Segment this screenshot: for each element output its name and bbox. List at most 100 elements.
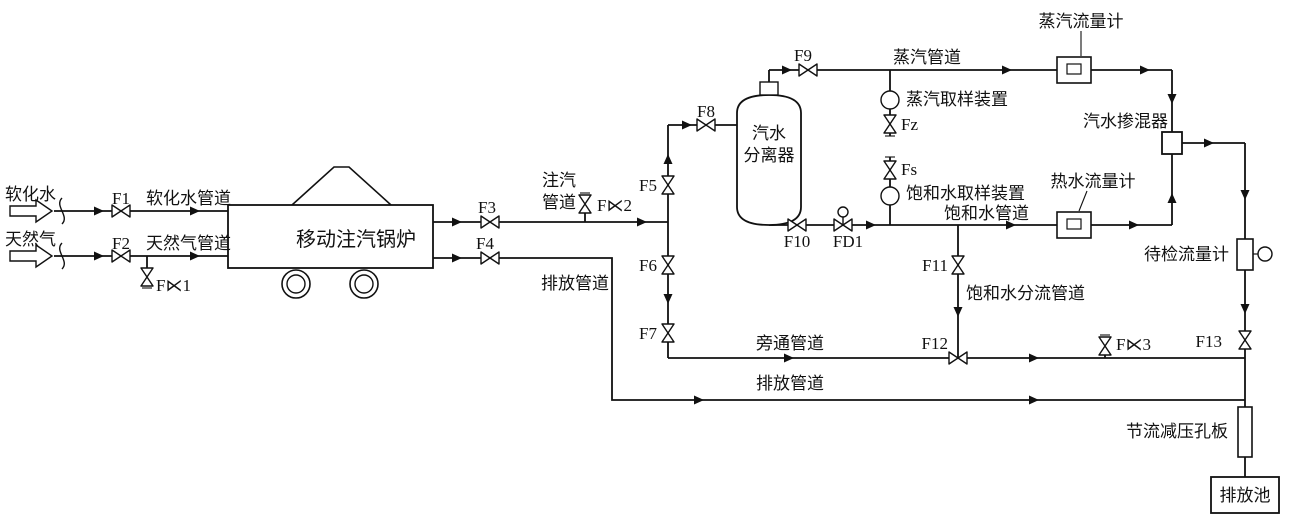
label-bypass-pipe: 旁通管道: [756, 334, 824, 353]
label-drain-pipe-lower: 排放管道: [756, 374, 824, 393]
flow-arrow: [1140, 65, 1150, 75]
separator-nozzle-icon: [759, 81, 779, 96]
valve-fd1-body: [833, 218, 853, 232]
flow-arrow: [1240, 304, 1250, 314]
boiler-unit: [227, 166, 434, 299]
label-valve-f4: F4: [476, 234, 494, 253]
label-valve-f2: F2: [112, 234, 130, 253]
label-valve-f9: F9: [794, 46, 812, 65]
label-valve-f1: F1: [112, 189, 130, 208]
flow-arrow: [1129, 220, 1139, 230]
label-valve-fk2: F⋉2: [597, 196, 632, 215]
label-test-flow-meter: 待检流量计: [1144, 245, 1229, 264]
boiler-roof-icon: [291, 166, 392, 206]
flow-arrow: [637, 217, 647, 227]
flow-arrow: [663, 154, 673, 164]
boiler-body: [227, 204, 434, 269]
steam-sampler-icon: [880, 90, 900, 110]
flow-arrow: [682, 120, 692, 130]
label-valve-f5: F5: [639, 176, 657, 195]
label-orifice: 节流减压孔板: [1126, 422, 1228, 441]
label-valve-f13: F13: [1196, 332, 1222, 351]
boiler-wheel-icon: [354, 274, 374, 294]
flow-arrow: [1204, 138, 1214, 148]
label-saturated-sampler: 饱和水取样装置: [906, 184, 1025, 203]
label-steam-pipe: 蒸汽管道: [893, 48, 961, 67]
valve-f10-icon: [787, 218, 807, 232]
soft-water-inlet-arrow-icon: [9, 198, 54, 224]
valve-fd1-icon: [833, 206, 853, 232]
label-valve-fk1: F⋉1: [156, 276, 191, 295]
valve-fk3-icon: [1098, 336, 1112, 356]
valves: [111, 63, 1252, 365]
flow-arrow: [94, 206, 104, 216]
label-valve-f6: F6: [639, 256, 657, 275]
flow-arrow: [784, 353, 794, 363]
leader-lines: [142, 31, 1110, 336]
label-valve-f7: F7: [639, 324, 657, 343]
valve-fk1-icon: [140, 267, 154, 287]
valve-f13-icon: [1238, 330, 1252, 350]
label-valve-fd1: FD1: [833, 232, 863, 251]
flow-arrow: [866, 220, 876, 230]
label-drain-pool: 排放池: [1220, 486, 1271, 505]
label-valve-f12: F12: [922, 334, 948, 353]
valve-f1-icon: [111, 204, 131, 218]
valve-f6-icon: [661, 255, 675, 275]
labels: 软化水 天然气 F1 软化水管道 F2 天然气管道 F⋉1 移动注汽锅炉 F3 …: [5, 12, 1271, 505]
label-valve-f8: F8: [697, 102, 715, 121]
label-mixer: 汽水掺混器: [1083, 112, 1168, 131]
label-soft-water-pipe: 软化水管道: [146, 189, 231, 208]
valve-f11-icon: [951, 255, 965, 275]
valve-f12-icon: [948, 351, 968, 365]
valve-f9-icon: [798, 63, 818, 77]
hot-water-flow-meter-inner: [1066, 218, 1082, 230]
label-injection-pipe-1: 注汽: [542, 171, 576, 190]
label-valve-fk3: F⋉3: [1116, 335, 1151, 354]
flow-arrow: [782, 65, 792, 75]
valve-fz-icon: [883, 114, 897, 134]
label-saturated-split-pipe: 饱和水分流管道: [966, 284, 1085, 303]
flow-arrow: [190, 251, 200, 261]
steam-flow-meter-inner: [1066, 63, 1082, 75]
valve-f4-icon: [480, 251, 500, 265]
label-valve-fz: Fz: [901, 115, 918, 134]
flow-arrow: [1029, 395, 1039, 405]
label-valve-f11: F11: [922, 256, 948, 275]
flow-arrow: [452, 253, 462, 263]
flow-arrow: [1002, 65, 1012, 75]
boiler-wheel-icon: [286, 274, 306, 294]
valve-f2-icon: [111, 249, 131, 263]
flow-arrow: [1029, 353, 1039, 363]
instruments: [880, 56, 1280, 514]
valve-f8-icon: [696, 118, 716, 132]
gas-inlet-arrow-icon: [9, 243, 54, 269]
valve-f3-icon: [480, 215, 500, 229]
label-hot-water-flow-meter: 热水流量计: [1051, 172, 1136, 191]
flow-arrow: [94, 251, 104, 261]
saturated-sampler-icon: [880, 186, 900, 206]
valve-fk2-icon: [578, 194, 592, 214]
flow-arrow: [1167, 193, 1177, 203]
flow-arrow: [1240, 190, 1250, 200]
flow-arrow: [663, 294, 673, 304]
test-flow-meter-body: [1236, 238, 1254, 271]
label-separator-2: 分离器: [744, 146, 795, 165]
label-separator-1: 汽水: [752, 124, 786, 143]
flow-arrows: [94, 65, 1250, 405]
valve-fs-icon: [883, 160, 897, 180]
label-steam-sampler: 蒸汽取样装置: [906, 90, 1008, 109]
separator-body: [736, 94, 802, 226]
label-natural-gas: 天然气: [5, 230, 56, 249]
flow-arrow: [953, 307, 963, 317]
leader-hot-water-meter: [1078, 190, 1088, 212]
valve-f5-icon: [661, 175, 675, 195]
drain-pool-box: [1210, 476, 1280, 514]
valve-f7-icon: [661, 323, 675, 343]
flow-arrow: [1006, 220, 1016, 230]
separator-vessel: [736, 81, 802, 226]
pipe-break-icon: [59, 197, 65, 225]
label-drain-pipe-upper: 排放管道: [541, 274, 609, 293]
